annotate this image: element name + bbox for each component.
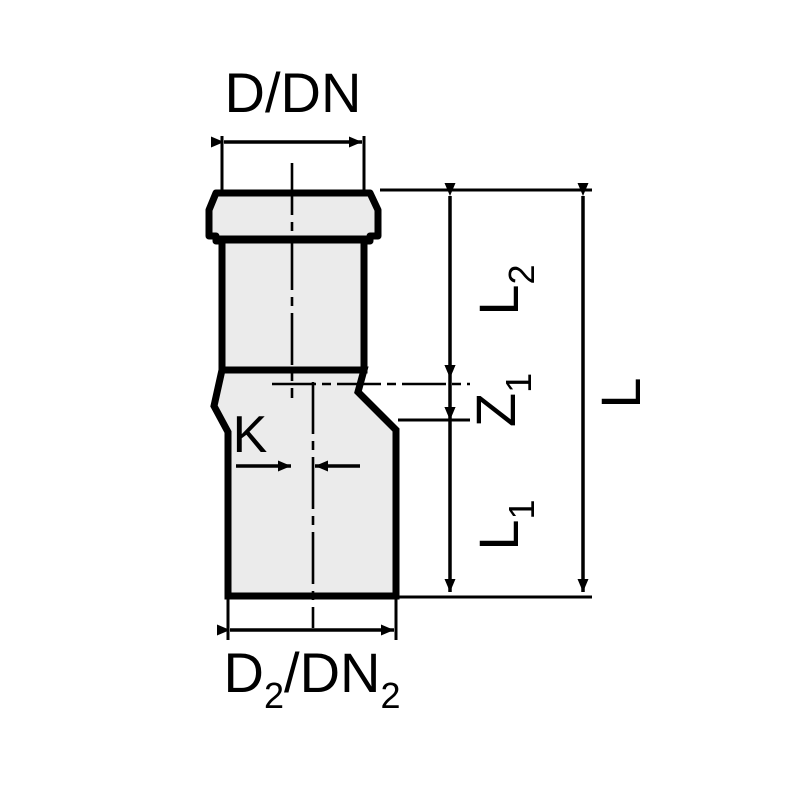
label-d2-sub: 2 bbox=[264, 675, 284, 716]
label-z1-group: Z1 bbox=[464, 373, 539, 427]
label-z1-base: Z bbox=[464, 393, 527, 427]
transition-cone-shape bbox=[210, 366, 400, 600]
label-l2-group: L2 bbox=[467, 264, 542, 315]
label-z1-sub: 1 bbox=[498, 373, 539, 393]
dimension-d2-dn2: D2/DN2 bbox=[217, 598, 401, 716]
label-d2-dn2: D2/DN2 bbox=[224, 641, 401, 716]
label-d2-slash: / bbox=[284, 641, 300, 704]
dimension-d-dn: D/DN bbox=[211, 61, 366, 196]
right-extension-lines bbox=[380, 188, 592, 599]
centerlines bbox=[272, 163, 470, 628]
label-l1-sub: 1 bbox=[501, 499, 542, 519]
socket-collar-shape bbox=[205, 189, 382, 245]
svg-text:L2: L2 bbox=[467, 264, 542, 315]
label-l1-group: L1 bbox=[467, 499, 542, 550]
svg-text:L1: L1 bbox=[467, 499, 542, 550]
label-l2-base: L bbox=[467, 284, 530, 315]
label-d-dn: D/DN bbox=[225, 61, 362, 124]
label-l1-base: L bbox=[467, 519, 530, 550]
label-l: L bbox=[589, 377, 652, 408]
svg-text:Z1: Z1 bbox=[464, 373, 539, 427]
label-l2-sub: 2 bbox=[501, 264, 542, 284]
pipe-body bbox=[205, 189, 400, 600]
label-k: K bbox=[233, 406, 268, 464]
label-dn2-sub: 2 bbox=[380, 675, 400, 716]
label-dn2-base: DN bbox=[300, 641, 381, 704]
label-d2-base: D bbox=[224, 641, 264, 704]
dimension-k: K bbox=[233, 406, 360, 472]
label-l-group: L bbox=[589, 377, 652, 408]
